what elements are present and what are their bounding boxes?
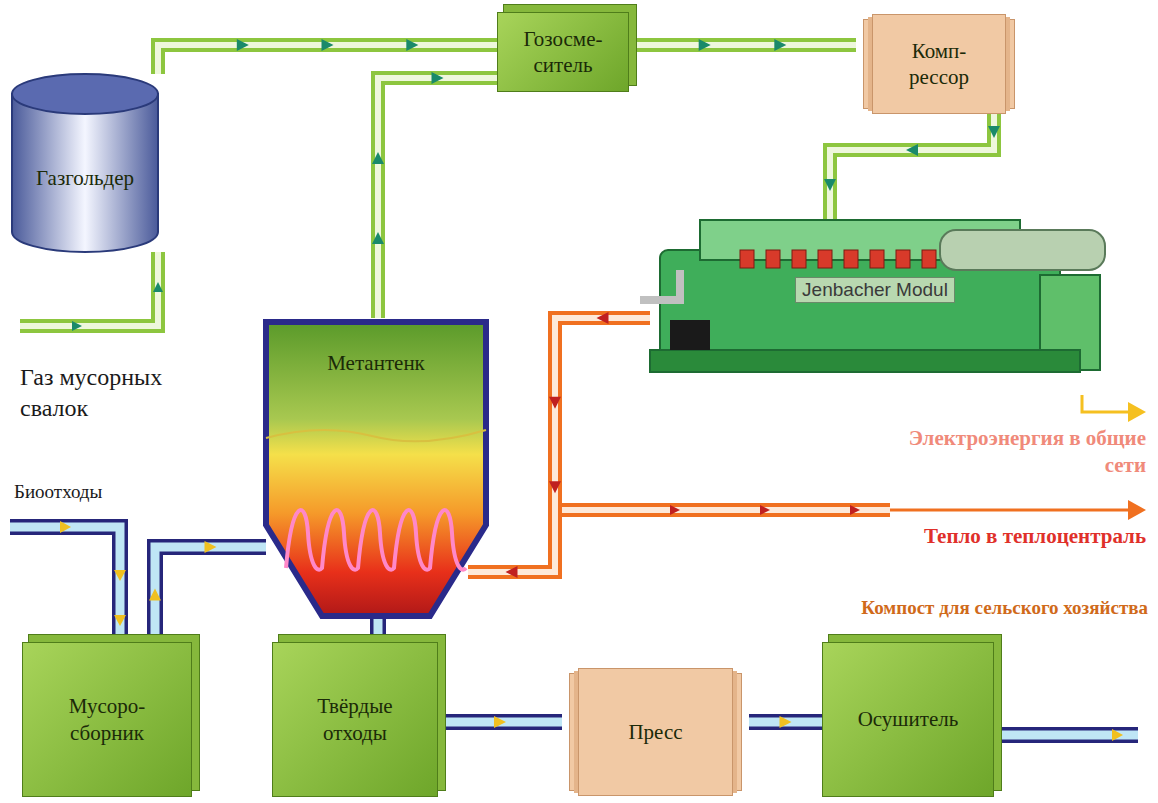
pipe-arrow	[906, 144, 918, 156]
pipe-core	[378, 78, 497, 318]
pipe-arrow	[406, 39, 418, 51]
pipe-arrow	[1112, 729, 1123, 741]
pipe-arrow	[506, 566, 518, 578]
gas-mixer: Гозосме- ситель	[497, 12, 629, 92]
gas-pipe	[20, 252, 158, 326]
pipe-arrow	[760, 505, 770, 515]
pipe-connector	[158, 39, 497, 74]
gas-engine: Jenbacher Modul	[640, 190, 1110, 400]
node-label: Осушитель	[852, 706, 965, 732]
heat-pipe-inner	[562, 507, 890, 513]
pipe-wall	[155, 547, 266, 642]
waste-pipe-inner	[10, 527, 120, 640]
pipe-arrow	[149, 589, 161, 601]
waste-collector: Мусоро- сборник	[22, 642, 192, 797]
output-label: Компост для сельского хозяйства	[820, 596, 1148, 621]
pipe-core	[629, 42, 856, 48]
compost-pipe	[1000, 727, 1138, 743]
pipe-arrow	[432, 72, 444, 84]
methane-tank: Метантенк	[262, 318, 490, 620]
pipe-arrow	[774, 39, 786, 51]
pipe-arrow	[988, 126, 1000, 138]
pipe-connector	[749, 716, 822, 728]
output-label: Тепло в теплоцентраль	[900, 523, 1146, 550]
node-label: Пресс	[622, 719, 688, 745]
power-arrow	[1128, 402, 1146, 422]
pipe-arrow	[114, 570, 126, 581]
pipe-arrow	[494, 716, 506, 728]
cyl-outline	[10, 72, 160, 254]
pipe-connector	[468, 312, 650, 578]
heat-out-arrow	[1128, 500, 1146, 520]
waste-pipe	[10, 527, 120, 640]
pipe-wall	[749, 714, 822, 730]
pipe-wall	[830, 114, 994, 220]
pipe-arrow	[780, 716, 792, 728]
pipe-connector	[438, 716, 562, 728]
pipe-arrow	[60, 521, 71, 533]
heat-out-line	[890, 509, 1130, 512]
heat-pipe	[562, 503, 890, 517]
pipe-wall	[468, 318, 650, 572]
pipe-core	[468, 318, 650, 572]
pipe-connector	[824, 114, 1000, 220]
pipe-connector	[372, 72, 497, 318]
free-label: Газ мусорных свалок	[20, 362, 230, 424]
node-label: Jenbacher Modul	[795, 277, 955, 303]
pipe-connector	[149, 541, 266, 642]
output-label: Электроэнергия в общие сети	[900, 425, 1146, 480]
pipe-wall	[370, 618, 386, 642]
pipe-core	[155, 547, 266, 642]
pipe-arrow	[372, 152, 384, 164]
pipe-wall	[158, 45, 497, 74]
node-label: Комп- рессор	[879, 38, 999, 91]
pipe-arrow	[597, 312, 609, 324]
pipe-arrow	[237, 39, 249, 51]
pipe-connector	[629, 39, 856, 51]
pipe-core	[158, 45, 497, 74]
pipe-wall	[629, 38, 856, 52]
pipe-arrow	[824, 179, 836, 191]
pipe-arrow	[549, 481, 561, 493]
node-label: Газгольдер	[30, 165, 140, 191]
pipe-arrow	[153, 282, 163, 292]
power-line	[1082, 395, 1130, 412]
node-label: Твёрдые отходы	[279, 693, 431, 746]
gas-pipe-inner	[20, 252, 158, 326]
node-label: Гозосме- ситель	[504, 26, 622, 79]
gas-holder: Газгольдер	[10, 72, 160, 254]
compressor: Комп- рессор	[872, 14, 1006, 114]
pipe-arrow	[699, 39, 711, 51]
press: Пресс	[578, 668, 733, 796]
pipe-arrow	[72, 321, 82, 331]
pipe-wall	[378, 78, 497, 318]
solid-waste-box: Твёрдые отходы	[272, 642, 438, 797]
pipe-arrow	[114, 615, 126, 626]
pipe-core	[830, 114, 994, 220]
node-label: Мусоро- сборник	[29, 693, 185, 746]
pipe-arrow	[372, 232, 384, 244]
pipe-arrow	[549, 397, 561, 409]
pipe-connector	[378, 618, 379, 642]
pipe-arrow	[322, 39, 334, 51]
pipe-arrow	[670, 505, 680, 515]
pipe-wall	[438, 714, 562, 730]
pipe-core	[374, 618, 383, 642]
dryer: Осушитель	[822, 642, 994, 797]
node-label: Метантенк	[321, 350, 431, 376]
input-label: Биоотходы	[14, 480, 174, 505]
pipe-arrow	[205, 541, 217, 553]
pipe-arrow	[850, 505, 860, 515]
